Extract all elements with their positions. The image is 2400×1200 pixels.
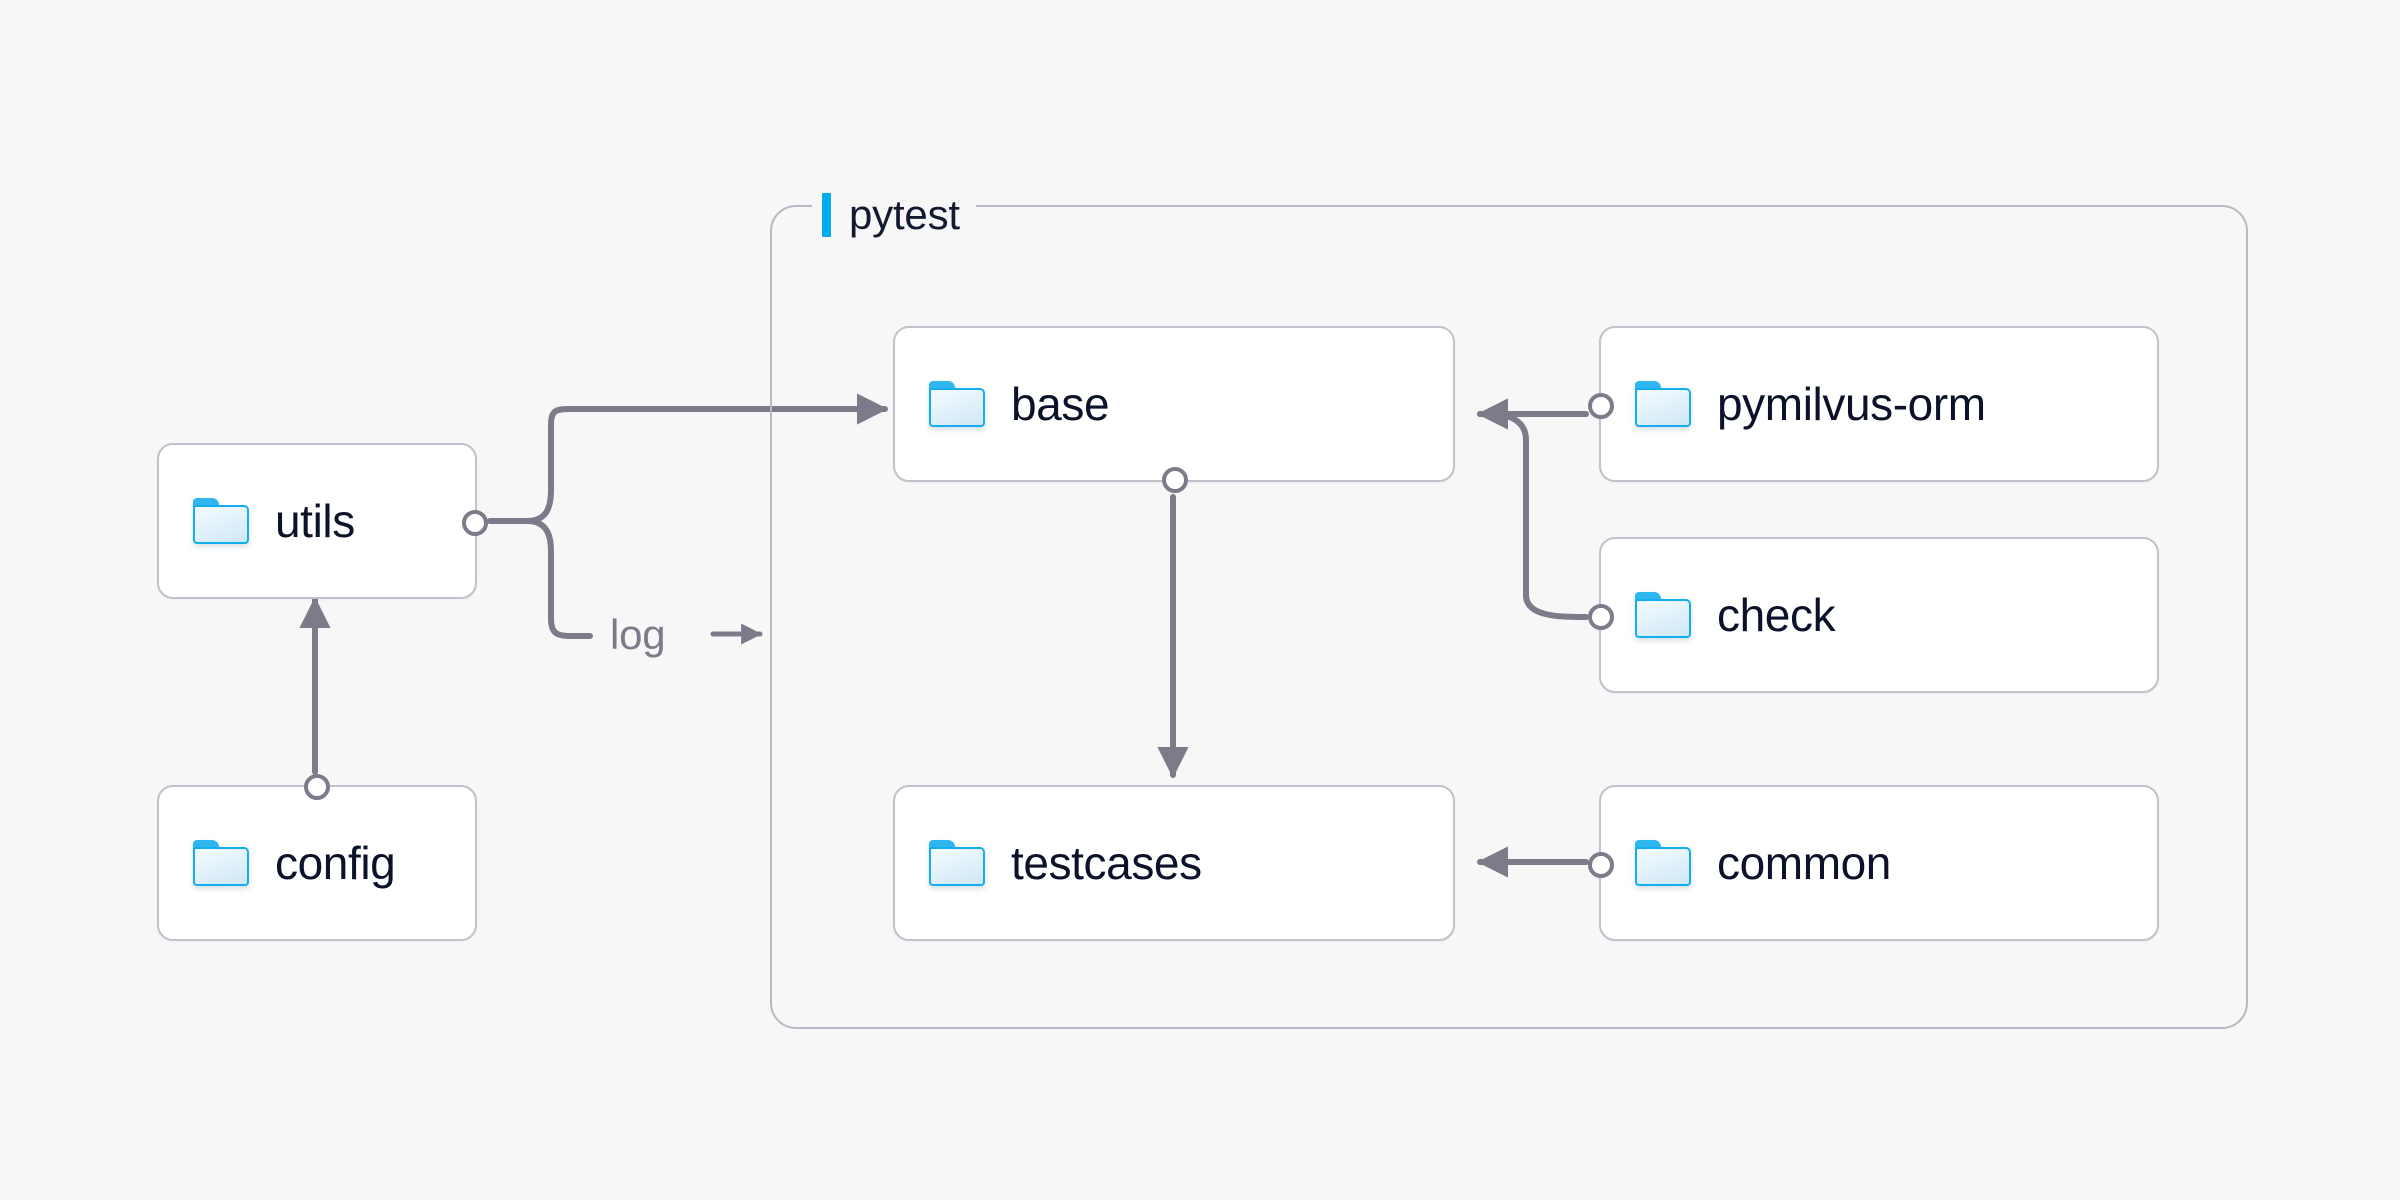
- group-accent-bar: [822, 193, 831, 237]
- node-pymilvus-orm-handle-left[interactable]: [1588, 393, 1614, 419]
- node-check[interactable]: check: [1588, 537, 2159, 693]
- edge-label-log: log: [602, 612, 674, 658]
- node-pymilvus-orm-label: pymilvus-orm: [1717, 378, 1986, 430]
- node-utils[interactable]: utils: [157, 443, 488, 599]
- node-config-handle-top[interactable]: [304, 774, 330, 800]
- folder-icon: [193, 840, 249, 886]
- folder-icon: [1635, 381, 1691, 427]
- folder-icon: [929, 381, 985, 427]
- node-utils-label: utils: [275, 495, 355, 547]
- edge-utils-log: [524, 518, 593, 639]
- group-pytest[interactable]: [770, 205, 2248, 1029]
- node-config[interactable]: config: [157, 774, 477, 941]
- node-testcases[interactable]: testcases: [893, 785, 1455, 941]
- folder-icon: [929, 840, 985, 886]
- folder-icon: [1635, 592, 1691, 638]
- node-common[interactable]: common: [1588, 785, 2159, 941]
- node-pymilvus-orm[interactable]: pymilvus-orm: [1588, 326, 2159, 482]
- node-common-handle-left[interactable]: [1588, 852, 1614, 878]
- folder-icon: [1635, 840, 1691, 886]
- group-pytest-label: pytest: [812, 188, 976, 242]
- node-utils-handle-right[interactable]: [462, 510, 488, 536]
- node-base[interactable]: base: [893, 326, 1455, 493]
- node-base-handle-bottom[interactable]: [1162, 467, 1188, 493]
- node-common-label: common: [1717, 837, 1891, 889]
- node-check-label: check: [1717, 589, 1836, 641]
- group-title: pytest: [849, 191, 960, 238]
- node-config-label: config: [275, 837, 396, 889]
- folder-icon: [193, 498, 249, 544]
- node-check-handle-left[interactable]: [1588, 604, 1614, 630]
- node-base-label: base: [1011, 378, 1110, 430]
- node-testcases-label: testcases: [1011, 837, 1202, 889]
